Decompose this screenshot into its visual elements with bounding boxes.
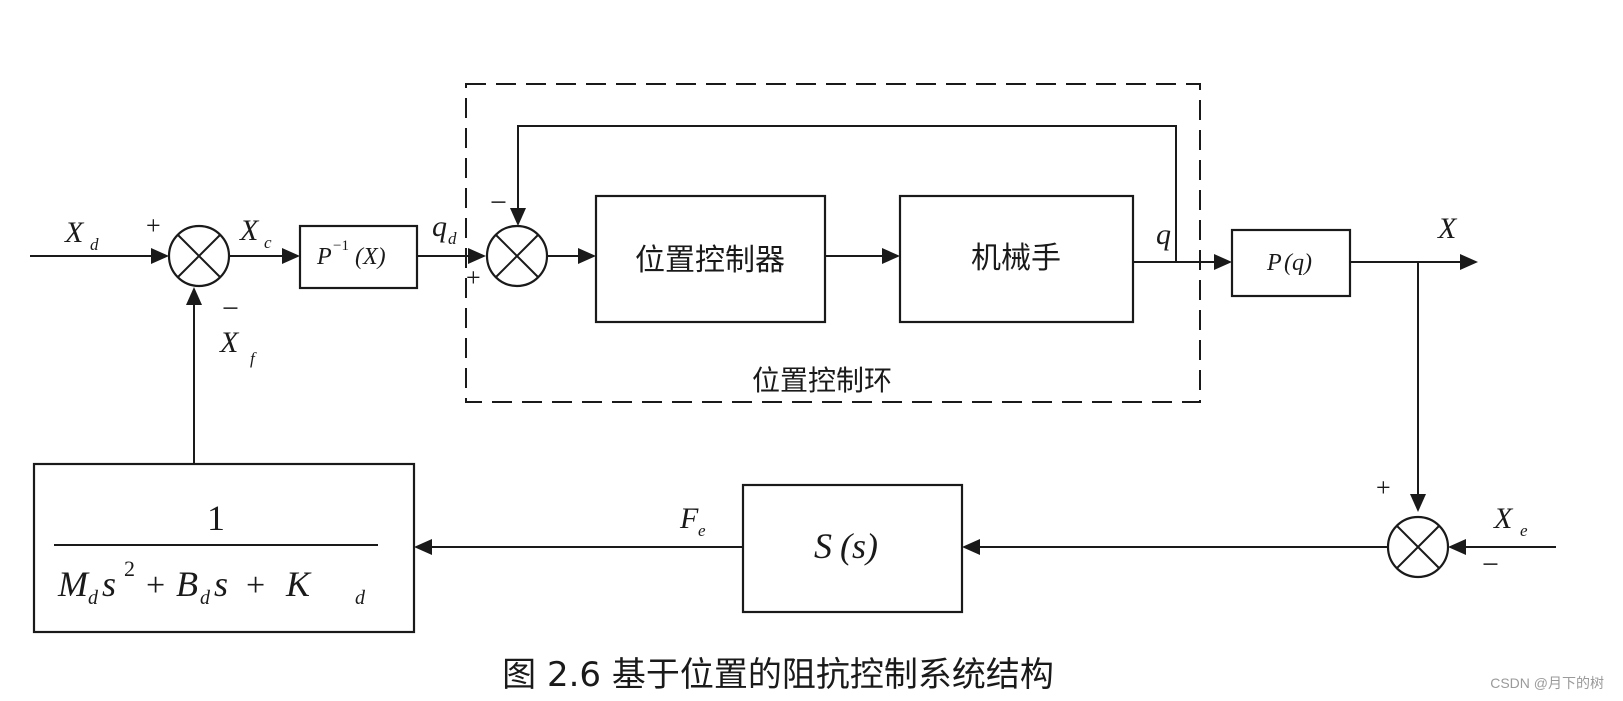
label-x: X bbox=[1437, 212, 1458, 245]
label-q: q bbox=[1156, 218, 1171, 251]
arrow-xc bbox=[282, 248, 300, 264]
svg-text:(q): (q) bbox=[1284, 250, 1312, 276]
arrow-fe bbox=[414, 539, 432, 555]
environment-block: S (s) bbox=[741, 483, 964, 614]
sum2-minus-sign: − bbox=[490, 186, 507, 219]
svg-text:P: P bbox=[316, 244, 332, 270]
arrow-deltax bbox=[962, 539, 980, 555]
svg-text:−1: −1 bbox=[333, 238, 349, 254]
svg-text:c: c bbox=[264, 233, 272, 252]
summing-junction-2 bbox=[485, 224, 549, 288]
summing-junction-3 bbox=[1386, 515, 1450, 579]
label-qd: q d bbox=[432, 210, 457, 248]
svg-text:1: 1 bbox=[207, 498, 225, 538]
svg-text:f: f bbox=[250, 349, 257, 368]
sum3-plus-sign: + bbox=[1376, 473, 1391, 502]
svg-text:(X): (X) bbox=[355, 244, 386, 270]
svg-text:d: d bbox=[200, 587, 211, 609]
svg-text:+: + bbox=[146, 567, 165, 604]
label-xe: X e bbox=[1493, 502, 1528, 540]
arrow-inner-feedback bbox=[510, 208, 526, 226]
summing-junction-1 bbox=[167, 224, 231, 288]
svg-text:X: X bbox=[219, 326, 240, 359]
svg-text:X: X bbox=[64, 216, 85, 249]
svg-text:e: e bbox=[698, 521, 706, 540]
svg-text:+: + bbox=[246, 567, 265, 604]
svg-text:X: X bbox=[1493, 502, 1514, 535]
svg-text:B: B bbox=[176, 564, 198, 604]
svg-text:机械手: 机械手 bbox=[971, 241, 1061, 276]
sum1-minus-sign: − bbox=[222, 292, 239, 325]
sum3-minus-sign: − bbox=[1482, 548, 1499, 581]
svg-text:2: 2 bbox=[124, 556, 135, 581]
svg-text:K: K bbox=[285, 564, 312, 604]
svg-text:e: e bbox=[1520, 521, 1528, 540]
arrow-qd bbox=[468, 248, 486, 264]
label-xd: X d bbox=[64, 216, 99, 254]
svg-text:F: F bbox=[679, 502, 699, 535]
arrow-x-output bbox=[1460, 254, 1478, 270]
watermark: CSDN @月下的树 bbox=[1490, 675, 1604, 691]
svg-text:d: d bbox=[448, 229, 457, 248]
position-controller-block: 位置控制器 bbox=[594, 194, 827, 324]
sum1-plus-sign: + bbox=[146, 211, 161, 240]
inverse-kinematics-block: P −1 (X) bbox=[298, 224, 419, 290]
label-fe: F e bbox=[679, 502, 706, 540]
arrow-error bbox=[578, 248, 596, 264]
forward-kinematics-block: P (q) bbox=[1230, 228, 1352, 298]
label-xf: X f bbox=[219, 326, 257, 368]
position-control-loop-frame bbox=[465, 83, 1201, 403]
svg-text:d: d bbox=[88, 587, 99, 609]
impedance-block: 1 M d s 2 + B d s + K d bbox=[32, 462, 416, 634]
svg-text:s: s bbox=[214, 564, 228, 604]
manipulator-block: 机械手 bbox=[898, 194, 1135, 324]
arrow-control bbox=[882, 248, 900, 264]
svg-text:d: d bbox=[90, 235, 99, 254]
figure-caption: 图 2.6 基于位置的阻抗控制系统结构 bbox=[502, 655, 1054, 695]
svg-text:X: X bbox=[239, 214, 260, 247]
sum2-plus-sign: + bbox=[466, 263, 481, 292]
svg-text:s: s bbox=[102, 564, 116, 604]
label-xc: X c bbox=[239, 214, 272, 252]
arrow-xd bbox=[151, 248, 169, 264]
arrow-xf bbox=[186, 287, 202, 305]
arrow-xe bbox=[1448, 539, 1466, 555]
svg-text:S: S bbox=[814, 526, 832, 566]
svg-text:d: d bbox=[355, 587, 366, 609]
svg-text:q: q bbox=[432, 210, 447, 243]
svg-text:(s): (s) bbox=[840, 526, 878, 566]
svg-text:M: M bbox=[57, 564, 90, 604]
svg-text:P: P bbox=[1266, 250, 1282, 276]
arrow-q bbox=[1214, 254, 1232, 270]
line-inner-feedback bbox=[517, 125, 1177, 262]
arrow-x-down bbox=[1410, 494, 1426, 512]
position-loop-label: 位置控制环 bbox=[752, 364, 892, 397]
svg-text:位置控制器: 位置控制器 bbox=[635, 243, 785, 278]
